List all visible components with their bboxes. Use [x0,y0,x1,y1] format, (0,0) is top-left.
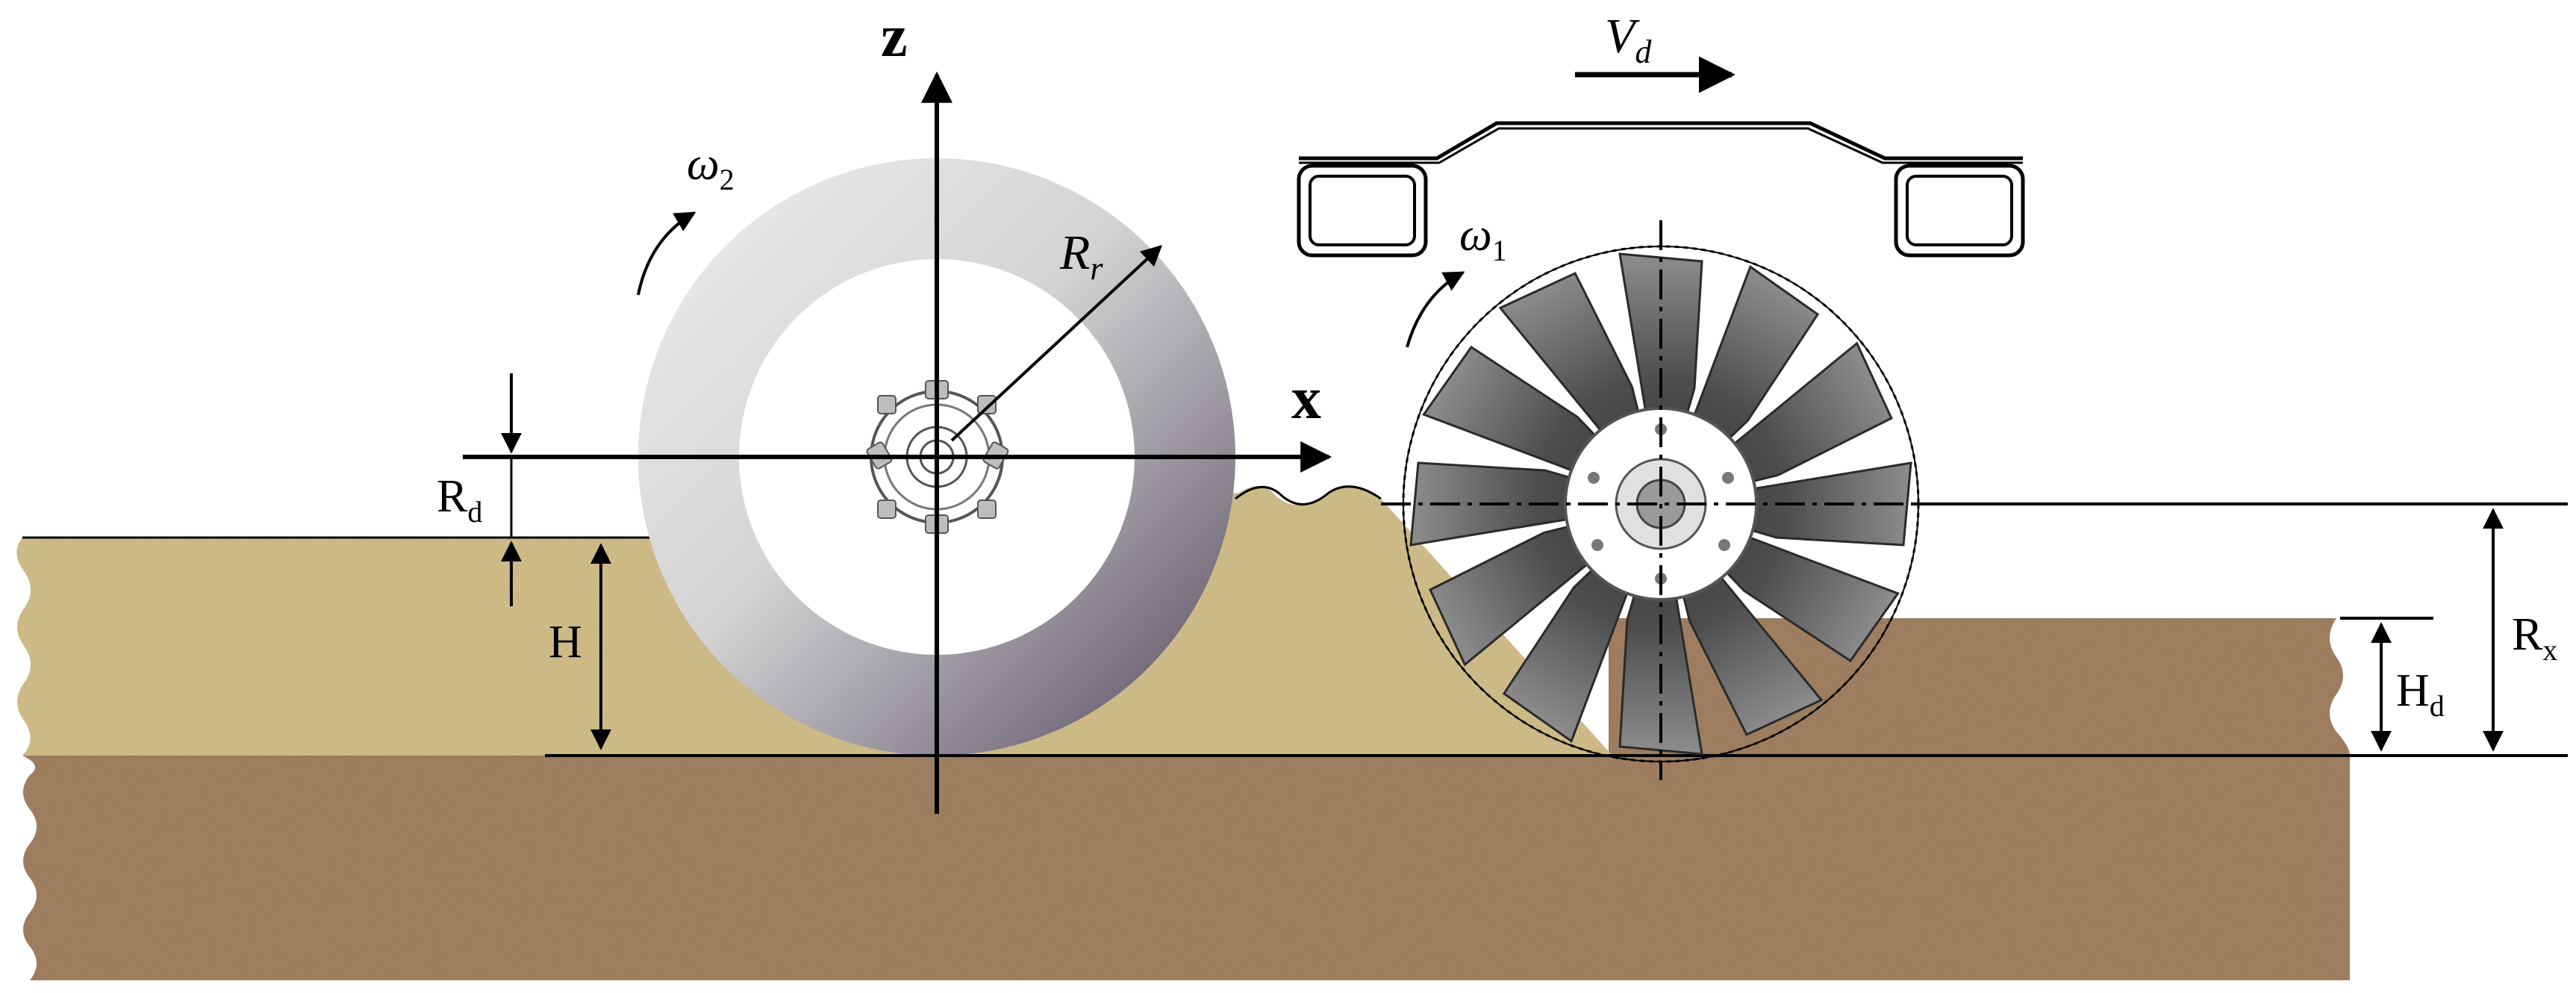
sand-wave-line [1235,485,1382,505]
rr-label: Rr [1059,225,1103,287]
tilled-soil-surface [1609,618,2350,756]
rd-label: Rd [437,471,482,529]
rotary-tiller [1381,220,1920,780]
hd-label: Hd [2396,665,2445,723]
z-axis-label: z [881,4,908,69]
omega1-label: ω1 [1459,210,1507,267]
rx-label: Rx [2512,609,2557,667]
x-axis-label: x [1291,366,1321,432]
omega1-rotation-arrow [1406,271,1465,348]
coordinate-axes [463,71,1332,814]
soil-layer [22,756,2350,980]
h-label: H [549,617,582,667]
rr-radius-arrow [950,245,1163,442]
vehicle-frame [1297,121,2025,258]
omega2-label: ω2 [687,139,735,196]
vd-label: Vd [1605,9,1652,70]
omega2-rotation-arrow [637,211,696,296]
